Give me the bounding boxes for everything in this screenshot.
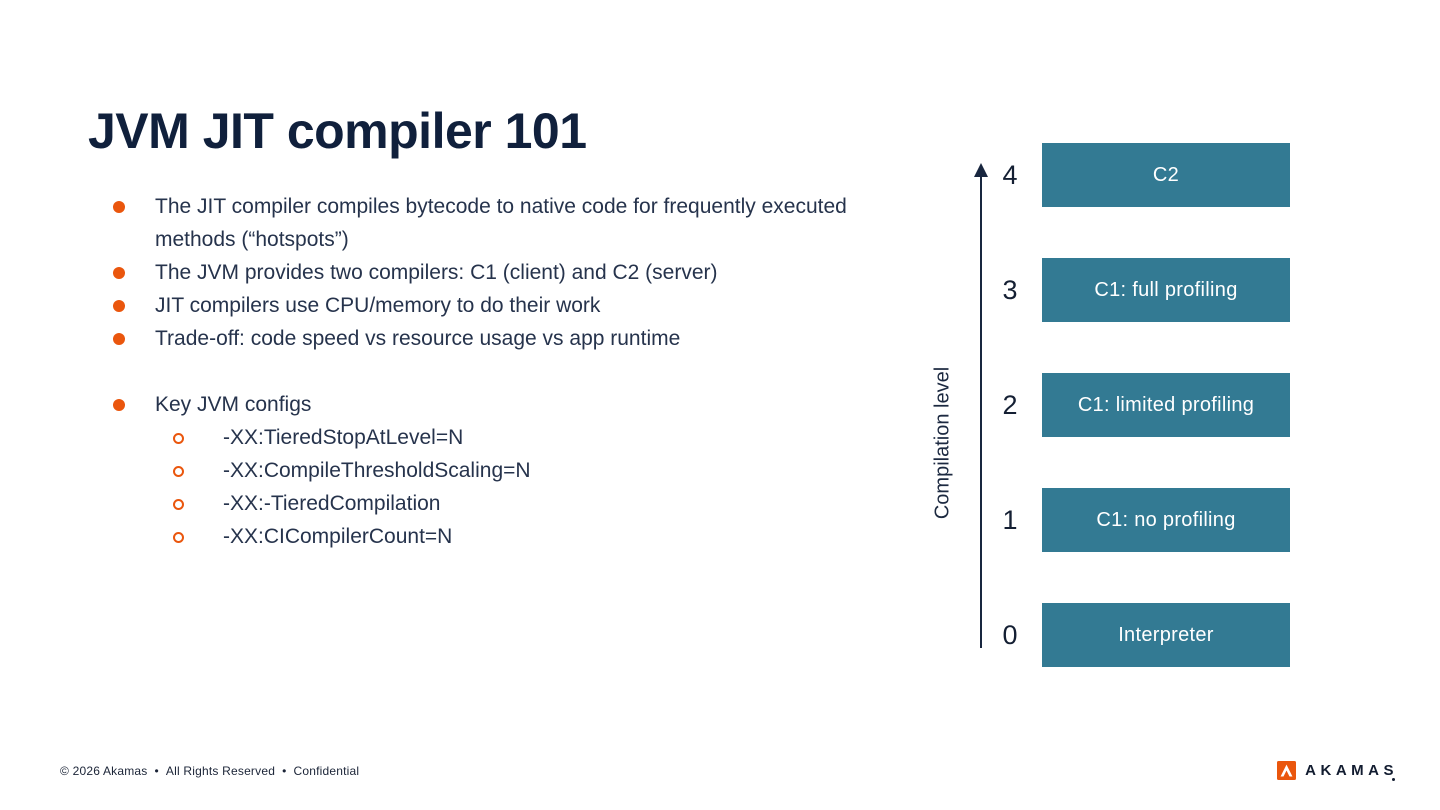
bullet-text: -XX:-TieredCompilation [223, 492, 441, 515]
bullet-icon [113, 300, 125, 312]
level-row: 2 C1: limited profiling [935, 373, 1295, 437]
rights-text: All Rights Reserved [165, 763, 276, 778]
akamas-logo: AKAMAS [1277, 761, 1398, 781]
level-number: 3 [1002, 274, 1018, 305]
bullet-text: -XX:TieredStopAtLevel=N [223, 426, 464, 449]
level-row: 1 C1: no profiling [935, 488, 1295, 552]
arrow-up-icon [974, 163, 988, 177]
page-title: JVM JIT compiler 101 [88, 102, 587, 159]
level-number: 2 [1002, 389, 1018, 420]
list-item: -XX:-TieredCompilation [88, 487, 858, 520]
level-row: 3 C1: full profiling [935, 258, 1295, 322]
level-number: 1 [1002, 504, 1018, 535]
bullet-icon [113, 333, 125, 345]
list-item: The JIT compiler compiles bytecode to na… [88, 190, 858, 256]
list-item: The JVM provides two compilers: C1 (clie… [88, 256, 858, 289]
level-box: C1: no profiling [1042, 488, 1290, 552]
bullet-icon [113, 267, 125, 279]
level-row: 0 Interpreter [935, 603, 1295, 667]
level-box: Interpreter [1042, 603, 1290, 667]
level-box: C2 [1042, 143, 1290, 207]
axis-label: Compilation level [931, 366, 954, 520]
level-box: C1: limited profiling [1042, 373, 1290, 437]
bullet-text: Trade-off: code speed vs resource usage … [155, 327, 681, 350]
list-item: -XX:CompileThresholdScaling=N [88, 454, 858, 487]
bullet-text: JIT compilers use CPU/memory to do their… [155, 294, 601, 317]
bullet-icon [113, 399, 125, 411]
level-number: 4 [1002, 159, 1018, 190]
hollow-bullet-icon [173, 499, 184, 510]
dot-separator: • [154, 763, 159, 778]
bullet-list: The JIT compiler compiles bytecode to na… [88, 190, 858, 553]
level-number: 0 [1002, 619, 1018, 650]
list-item: JIT compilers use CPU/memory to do their… [88, 289, 858, 322]
bullet-icon [113, 201, 125, 213]
list-item: -XX:TieredStopAtLevel=N [88, 421, 858, 454]
list-item: Trade-off: code speed vs resource usage … [88, 322, 858, 355]
compilation-levels-diagram: Compilation level 4 C2 3 C1: full profil… [931, 143, 1295, 667]
bullet-text: The JIT compiler compiles bytecode to na… [155, 195, 847, 251]
akamas-logo-icon [1277, 761, 1297, 780]
axis-line [980, 176, 982, 648]
hollow-bullet-icon [173, 433, 184, 444]
akamas-wordmark: AKAMAS [1305, 762, 1398, 781]
list-item: Key JVM configs [88, 388, 858, 421]
hollow-bullet-icon [173, 532, 184, 543]
level-row: 4 C2 [935, 143, 1295, 207]
list-item: -XX:CICompilerCount=N [88, 520, 858, 553]
copyright-text: © 2026 Akamas [60, 763, 148, 778]
bullet-text: Key JVM configs [155, 393, 312, 416]
bullet-text: The JVM provides two compilers: C1 (clie… [155, 261, 718, 284]
dot-separator: • [282, 763, 287, 778]
bullet-text: -XX:CICompilerCount=N [223, 525, 453, 548]
footer-legal-text: © 2026 Akamas • All Rights Reserved • Co… [60, 764, 359, 778]
confidential-text: Confidential [293, 763, 360, 778]
level-box: C1: full profiling [1042, 258, 1290, 322]
bullet-text: -XX:CompileThresholdScaling=N [223, 459, 531, 482]
footer: © 2026 Akamas • All Rights Reserved • Co… [60, 761, 1398, 781]
hollow-bullet-icon [173, 466, 184, 477]
